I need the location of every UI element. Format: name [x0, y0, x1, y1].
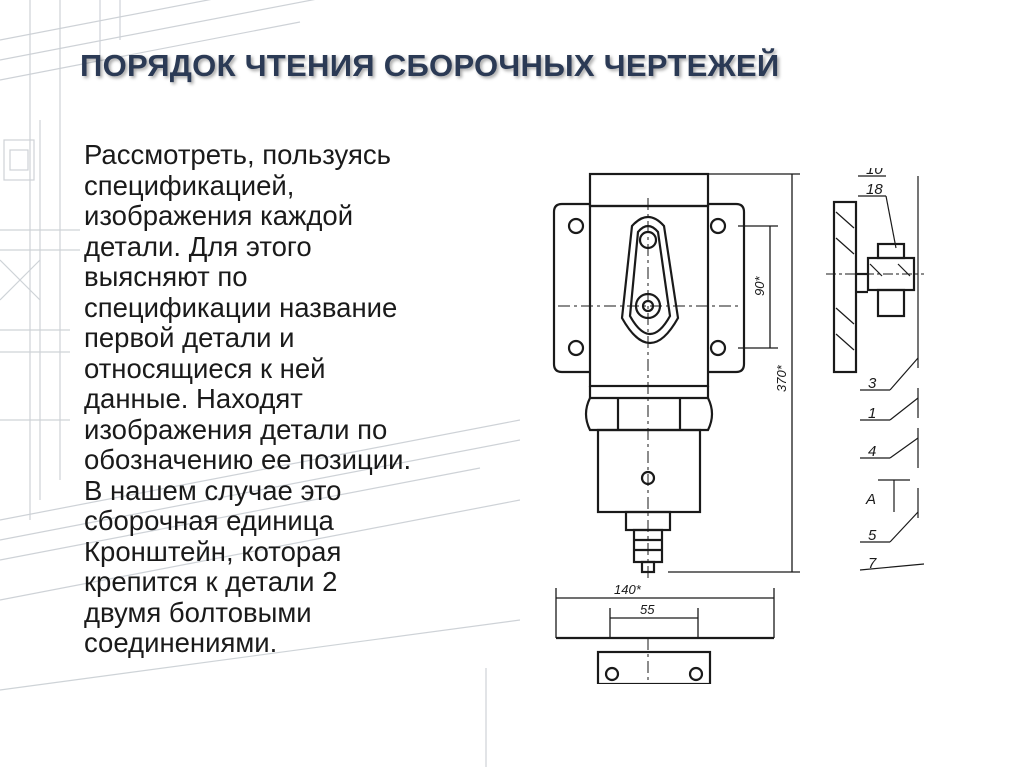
hex-nut [584, 396, 714, 432]
side-washer [876, 288, 906, 318]
body-line: соединениями. [84, 627, 278, 658]
side-plate [832, 200, 858, 374]
bottom-view-body [596, 650, 712, 684]
body-line: В нашем случае это [84, 474, 342, 506]
position-label: 5 [868, 527, 877, 544]
slide-title: ПОРЯДОК ЧТЕНИЯ СБОРОЧНЫХ ЧЕРТЕЖЕЙ [80, 48, 780, 83]
body-line: обозначению ее позиции. [84, 444, 412, 475]
body-line: относящиеся к ней [84, 352, 326, 384]
main-body [588, 204, 710, 388]
bolt-hole [709, 339, 727, 357]
position-label: 18 [866, 181, 883, 198]
upper-body [588, 172, 710, 208]
position-label: A [865, 491, 876, 508]
bolt-hole [709, 217, 727, 235]
body-line: двумя болтовыми [84, 596, 312, 628]
body-line: детали. Для этого [84, 230, 312, 262]
position-label: 3 [868, 375, 877, 392]
position-label: 4 [868, 443, 876, 460]
body-line: выясняют по [84, 261, 248, 292]
dimension-label: 55 [640, 602, 655, 617]
body-line: изображения детали по [84, 413, 388, 445]
body-line: крепится к детали 2 [84, 566, 338, 597]
body-line: сборочная единица [84, 505, 334, 536]
blueprint-background [0, 0, 520, 767]
body-line: Рассмотреть, пользуясь [84, 139, 391, 170]
dimension-label: 90* [752, 276, 767, 296]
right-flange [708, 202, 746, 374]
assembly-drawing: 90* 370* 140* 55 [552, 168, 924, 684]
dimension-label: 370* [774, 364, 789, 392]
position-label: 10 [866, 168, 883, 178]
pear-cover [620, 215, 680, 345]
dimension-label: 140* [614, 582, 642, 597]
bolt-hole [567, 339, 585, 357]
left-flange [552, 202, 590, 374]
body-line: данные. Находят [84, 383, 303, 414]
position-label: 1 [868, 405, 876, 422]
body-line: спецификации название [84, 291, 398, 323]
body-line: Кронштейн, которая [84, 535, 342, 567]
body-line: изображения каждой [84, 200, 354, 231]
pear-cover-inner [628, 224, 672, 335]
bolt-hole [567, 217, 585, 235]
position-label: 7 [868, 555, 877, 572]
body-paragraph: Рассмотреть, пользуясь спецификацией, из… [84, 139, 524, 659]
body-line: спецификацией, [84, 169, 295, 201]
side-bolt-head [876, 242, 906, 260]
body-line: первой детали и [84, 322, 295, 353]
